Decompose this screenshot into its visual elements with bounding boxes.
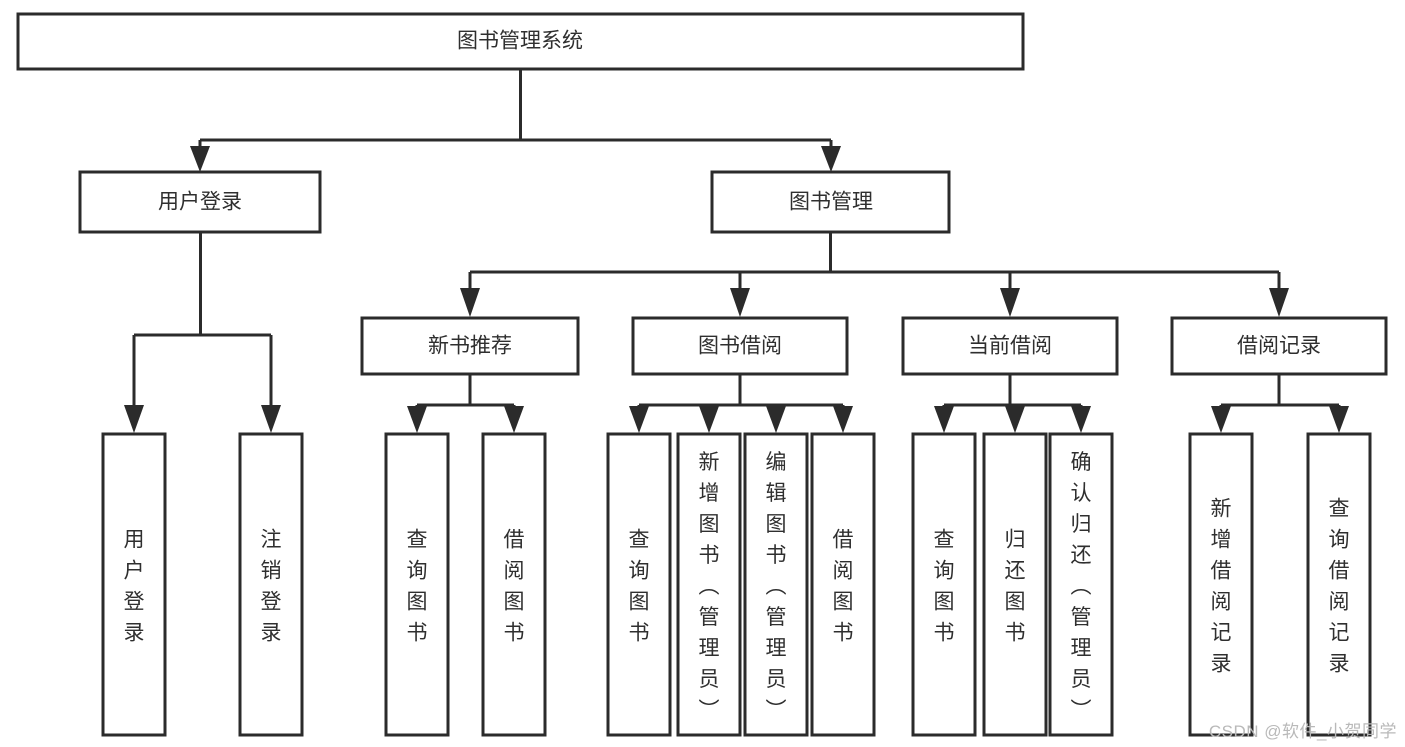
leaf-edit-book-admin-label: 编辑图书︵管理员︶ — [766, 451, 787, 722]
node-current-borrow[interactable]: 当前借阅 — [901, 316, 1119, 376]
leaf-newbook-borrow-book[interactable]: 借阅图书 — [481, 432, 547, 737]
leaf-logout[interactable]: 注销登录 — [238, 432, 304, 737]
arrow-borrow-to-query — [629, 406, 649, 433]
leaf-query-borrow-record-box[interactable] — [1306, 432, 1372, 737]
node-book-borrow-label: 图书借阅 — [698, 335, 782, 358]
leaf-newbook-query-book-label: 查询图书 — [407, 529, 428, 645]
node-root[interactable]: 图书管理系统 — [16, 12, 1025, 71]
edge-newbook-trunk — [415, 374, 516, 414]
arrow-borrow-to-lend — [833, 406, 853, 433]
node-borrow-record[interactable]: 借阅记录 — [1170, 316, 1388, 376]
arrow-borrow-to-edit — [766, 406, 786, 433]
leaf-node-group: 用户登录 注销登录 查询图书 借阅图书 查询图书 新增图书︵管理员︶ — [101, 432, 1372, 737]
node-current-borrow-box[interactable] — [901, 316, 1119, 376]
arrow-bookmgmt-to-current — [1000, 288, 1020, 317]
arrow-current-to-return — [1005, 406, 1025, 433]
node-user-login-box[interactable] — [78, 170, 322, 234]
leaf-newbook-borrow-book-label: 借阅图书 — [504, 529, 525, 645]
connector-layer — [124, 69, 1349, 433]
edge-user-login-trunk — [132, 232, 273, 412]
leaf-confirm-return-admin[interactable]: 确认归还︵管理员︶ — [1048, 432, 1114, 737]
leaf-edit-book-admin[interactable]: 编辑图书︵管理员︶ — [743, 432, 809, 737]
leaf-add-book-admin-label: 新增图书︵管理员︶ — [699, 451, 720, 722]
node-new-book-recommend-label: 新书推荐 — [428, 335, 512, 358]
leaf-user-login-box[interactable] — [101, 432, 167, 737]
node-book-management-label: 图书管理 — [789, 191, 873, 214]
leaf-return-book[interactable]: 归还图书 — [982, 432, 1048, 737]
leaf-query-borrow-record-label: 查询借阅记录 — [1329, 498, 1350, 676]
arrow-userlogin-to-login — [124, 405, 144, 433]
leaf-add-borrow-record-label: 新增借阅记录 — [1211, 498, 1232, 676]
node-user-login[interactable]: 用户登录 — [78, 170, 322, 234]
node-root-box[interactable] — [16, 12, 1025, 71]
node-book-borrow-box[interactable] — [631, 316, 849, 376]
node-current-borrow-label: 当前借阅 — [968, 335, 1052, 358]
node-new-book-recommend[interactable]: 新书推荐 — [360, 316, 580, 376]
arrow-root-to-user-login — [190, 146, 210, 172]
leaf-borrow-lend-book[interactable]: 借阅图书 — [810, 432, 876, 737]
leaf-current-query-book-box[interactable] — [911, 432, 977, 737]
arrow-record-to-query — [1329, 406, 1349, 433]
arrow-current-to-query — [934, 406, 954, 433]
leaf-edit-book-admin-box[interactable] — [743, 432, 809, 737]
leaf-newbook-query-book-box[interactable] — [384, 432, 450, 737]
arrow-borrow-to-add — [699, 406, 719, 433]
leaf-confirm-return-admin-label: 确认归还︵管理员︶ — [1071, 451, 1092, 722]
leaf-borrow-query-book-label: 查询图书 — [629, 529, 650, 645]
node-borrow-record-box[interactable] — [1170, 316, 1388, 376]
edge-root-trunk — [198, 69, 833, 156]
leaf-current-query-book-label: 查询图书 — [934, 529, 955, 645]
leaf-return-book-box[interactable] — [982, 432, 1048, 737]
leaf-user-login[interactable]: 用户登录 — [101, 432, 167, 737]
node-new-book-recommend-box[interactable] — [360, 316, 580, 376]
node-book-management[interactable]: 图书管理 — [710, 170, 951, 234]
node-user-login-label: 用户登录 — [158, 191, 242, 214]
arrow-current-to-confirm — [1071, 406, 1091, 433]
node-book-management-box[interactable] — [710, 170, 951, 234]
leaf-logout-box[interactable] — [238, 432, 304, 737]
arrow-record-to-add — [1211, 406, 1231, 433]
leaf-add-borrow-record-box[interactable] — [1188, 432, 1254, 737]
node-root-label: 图书管理系统 — [457, 30, 583, 53]
leaf-current-query-book[interactable]: 查询图书 — [911, 432, 977, 737]
leaf-borrow-query-book-box[interactable] — [606, 432, 672, 737]
arrow-newbook-to-query — [407, 406, 427, 433]
edge-book-mgmt-trunk — [468, 232, 1281, 288]
leaf-add-book-admin[interactable]: 新增图书︵管理员︶ — [676, 432, 742, 737]
edge-record-trunk — [1219, 374, 1341, 414]
arrow-bookmgmt-to-borrow — [730, 288, 750, 317]
arrow-newbook-to-borrow — [504, 406, 524, 433]
leaf-newbook-query-book[interactable]: 查询图书 — [384, 432, 450, 737]
leaf-logout-label: 注销登录 — [261, 529, 282, 645]
leaf-borrow-lend-book-label: 借阅图书 — [833, 529, 854, 645]
leaf-borrow-query-book[interactable]: 查询图书 — [606, 432, 672, 737]
leaf-newbook-borrow-book-box[interactable] — [481, 432, 547, 737]
arrow-bookmgmt-to-record — [1269, 288, 1289, 317]
edge-borrow-trunk — [637, 374, 845, 414]
leaf-borrow-lend-book-box[interactable] — [810, 432, 876, 737]
leaf-return-book-label: 归还图书 — [1005, 529, 1026, 645]
arrow-bookmgmt-to-newbook — [460, 288, 480, 317]
leaf-add-borrow-record[interactable]: 新增借阅记录 — [1188, 432, 1254, 737]
leaf-confirm-return-admin-box[interactable] — [1048, 432, 1114, 737]
leaf-query-borrow-record[interactable]: 查询借阅记录 — [1306, 432, 1372, 737]
leaf-user-login-label: 用户登录 — [124, 529, 145, 645]
node-book-borrow[interactable]: 图书借阅 — [631, 316, 849, 376]
leaf-add-book-admin-box[interactable] — [676, 432, 742, 737]
arrow-userlogin-to-logout — [261, 405, 281, 433]
arrow-root-to-book-mgmt — [821, 146, 841, 172]
node-borrow-record-label: 借阅记录 — [1237, 335, 1321, 358]
